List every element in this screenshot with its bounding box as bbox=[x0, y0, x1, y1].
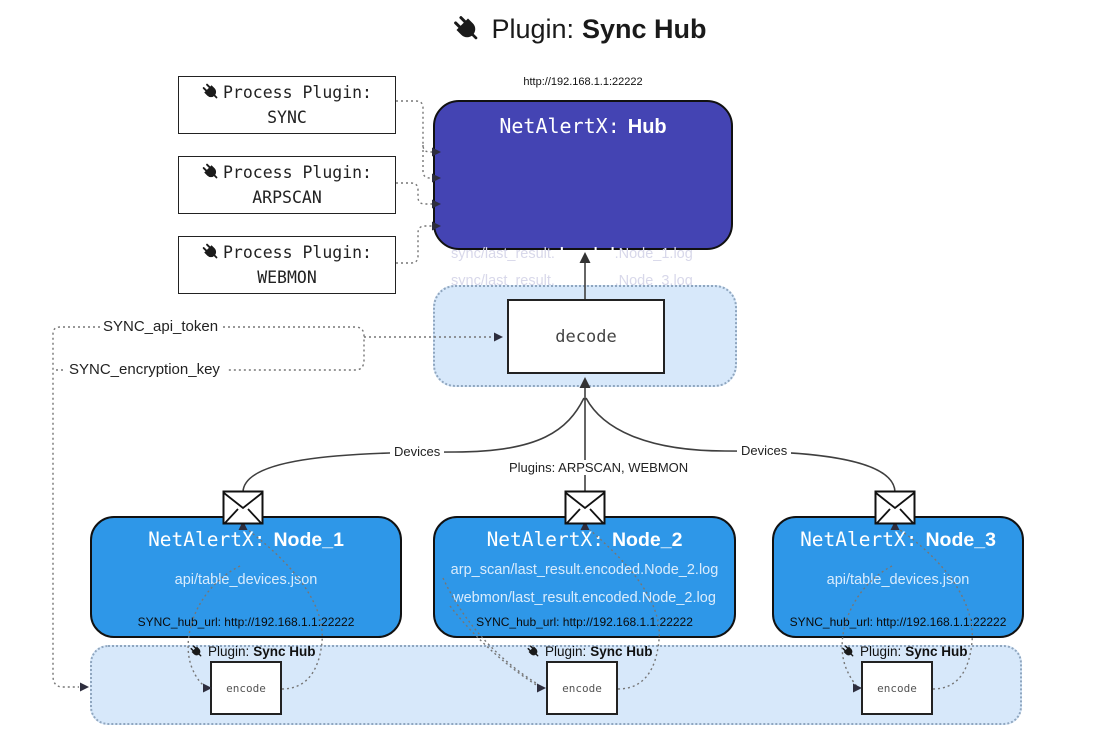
plugins-edge-label-center: Plugins: ARPSCAN, WEBMON bbox=[505, 460, 693, 475]
encode-box: encode bbox=[546, 661, 618, 715]
hub-title: NetAlertX: Hub bbox=[435, 114, 731, 139]
node-hub-url: SYNC_hub_url: http://192.168.1.1:22222 bbox=[137, 615, 355, 629]
encode-section-label: Plugin:Sync Hub bbox=[190, 644, 316, 659]
sync-encryption-key-label: SYNC_encryption_key bbox=[66, 361, 223, 378]
hub-log-entry: sync/last_result.decoded.Node_1.log bbox=[451, 246, 693, 262]
devices-edge-label-right: Devices bbox=[737, 443, 792, 458]
hub-title-name: Hub bbox=[627, 116, 667, 138]
node-file-line: webmon/last_result.encoded.Node_2.log bbox=[453, 590, 716, 606]
process-plugin-name: ARPSCAN bbox=[252, 188, 322, 207]
plug-icon bbox=[527, 644, 539, 656]
process-plugin-name: SYNC bbox=[267, 108, 307, 127]
node-hub-url: SYNC_hub_url: http://192.168.1.1:22222 bbox=[476, 615, 693, 629]
encode-box: encode bbox=[210, 661, 282, 715]
netalertx-node1-box: NetAlertX:Node_1 api/table_devices.json … bbox=[90, 516, 402, 638]
plug-icon bbox=[202, 163, 218, 179]
encode-box: encode bbox=[861, 661, 933, 715]
plug-icon bbox=[202, 83, 218, 99]
netalertx-node3-box: NetAlertX:Node_3 api/table_devices.json … bbox=[772, 516, 1024, 638]
devices-edge-label-left: Devices bbox=[390, 444, 445, 459]
node-file-line: arp_scan/last_result.encoded.Node_2.log bbox=[450, 562, 719, 578]
netalertx-node2-box: NetAlertX:Node_2 arp_scan/last_result.en… bbox=[433, 516, 736, 638]
title-name: Sync Hub bbox=[582, 14, 707, 44]
process-plugin-label: Process Plugin: bbox=[222, 163, 372, 182]
process-plugin-label: Process Plugin: bbox=[222, 83, 372, 102]
encode-section-label: Plugin:Sync Hub bbox=[842, 644, 968, 659]
netalertx-hub-box: NetAlertX: Hub sync/last_result.decoded.N… bbox=[433, 100, 733, 336]
decode-box: decode bbox=[507, 299, 665, 374]
node-hub-url: SYNC_hub_url: http://192.168.1.1:22222 bbox=[789, 615, 1007, 629]
plug-icon bbox=[202, 243, 218, 259]
process-plugin-arpscan-box: Process Plugin: ARPSCAN bbox=[178, 156, 396, 214]
page-title: Plugin: Sync Hub bbox=[0, 14, 1117, 45]
plug-icon bbox=[190, 644, 202, 656]
envelope-icon bbox=[874, 490, 916, 525]
title-prefix: Plugin: bbox=[491, 14, 575, 44]
process-plugin-name: WEBMON bbox=[257, 268, 317, 287]
hub-title-prefix: NetAlertX: bbox=[499, 114, 620, 138]
process-plugin-sync-box: Process Plugin: SYNC bbox=[178, 76, 396, 134]
node-file-line: api/table_devices.json bbox=[826, 572, 970, 588]
process-plugin-webmon-box: Process Plugin: WEBMON bbox=[178, 236, 396, 294]
node-title: NetAlertX:Node_1 bbox=[148, 528, 344, 551]
node-title: NetAlertX:Node_3 bbox=[800, 528, 996, 551]
envelope-icon bbox=[564, 490, 606, 525]
node-file-line: api/table_devices.json bbox=[174, 572, 318, 588]
node-title: NetAlertX:Node_2 bbox=[486, 528, 683, 551]
sync-api-token-label: SYNC_api_token bbox=[100, 318, 222, 335]
envelope-icon bbox=[222, 490, 264, 525]
hub-url-caption: http://192.168.1.1:22222 bbox=[523, 76, 643, 88]
plug-icon bbox=[454, 15, 478, 39]
encode-section-label: Plugin:Sync Hub bbox=[527, 644, 653, 659]
process-plugin-label: Process Plugin: bbox=[222, 243, 372, 262]
plug-icon bbox=[842, 644, 854, 656]
